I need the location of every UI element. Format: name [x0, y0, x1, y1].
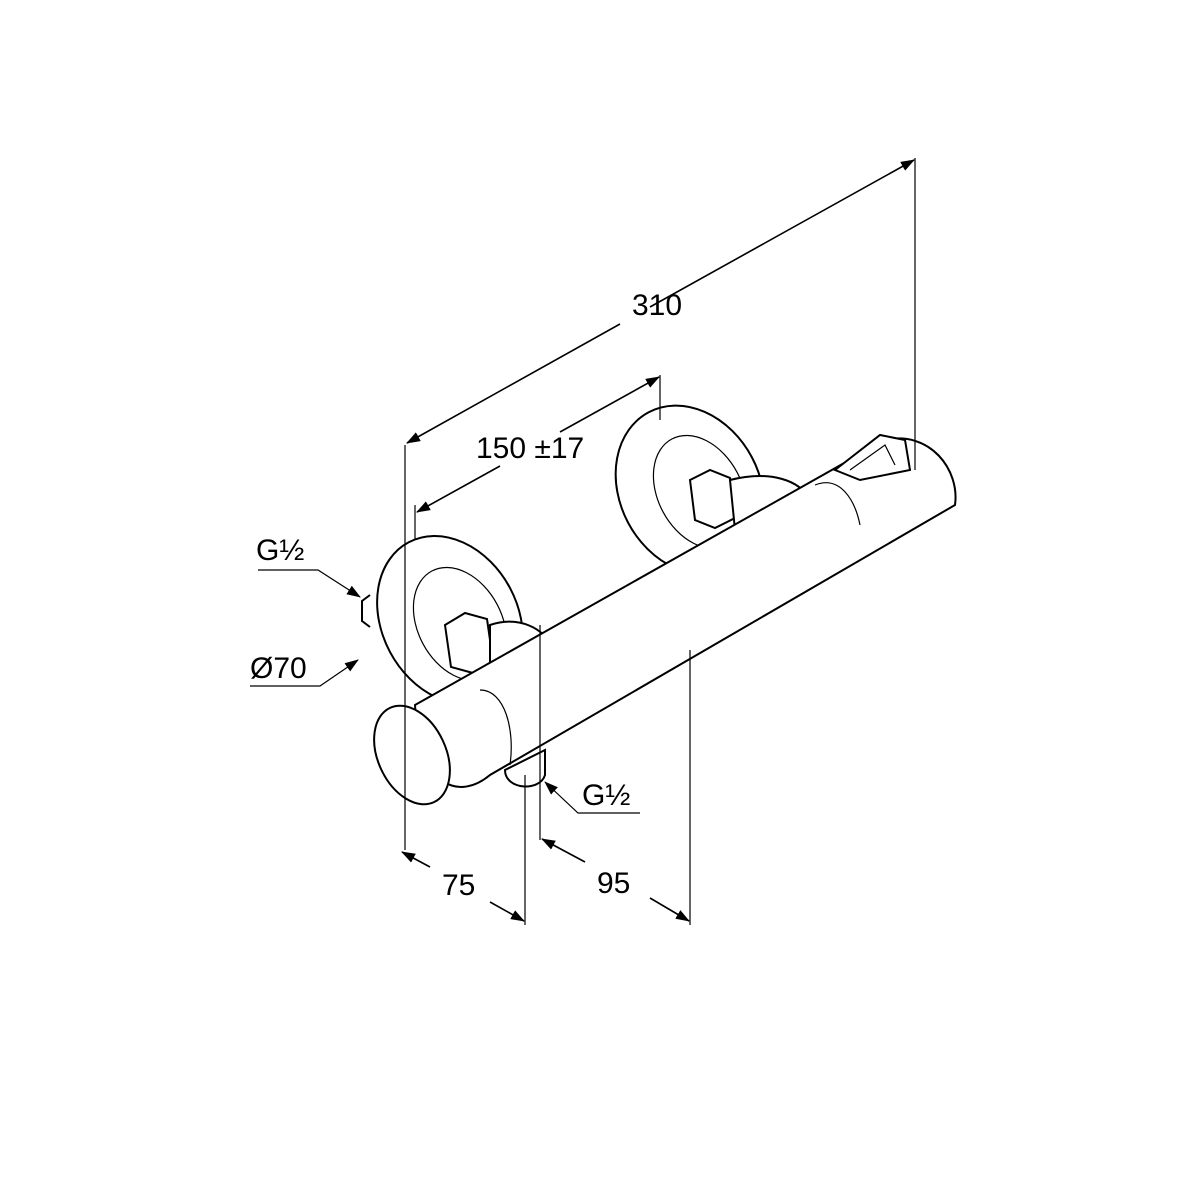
label-g-half-left: G½	[256, 534, 304, 567]
label-g-half-bottom: G½	[582, 779, 630, 812]
label-diameter-70: Ø70	[250, 652, 307, 685]
label-150: 150 ±17	[476, 432, 584, 465]
rear-nut	[688, 468, 737, 530]
mixer-body	[361, 404, 957, 806]
label-75: 75	[442, 869, 475, 902]
temperature-handle	[833, 433, 912, 482]
dimension-overall-length: 310	[404, 158, 916, 850]
dimension-depth-95: 95	[539, 625, 691, 925]
dimension-depth-75: 75	[401, 775, 526, 925]
callout-outlet-thread: G½	[544, 779, 640, 814]
label-95: 95	[597, 867, 630, 900]
callout-inlet-thread: G½	[256, 534, 361, 598]
callout-flange-diameter: Ø70	[250, 652, 359, 687]
front-knob	[373, 704, 451, 806]
label-310: 310	[632, 289, 682, 322]
outlet-stub	[503, 748, 546, 788]
dimension-center-distance: 150 ±17	[414, 375, 661, 540]
inlet-stub	[361, 594, 371, 628]
